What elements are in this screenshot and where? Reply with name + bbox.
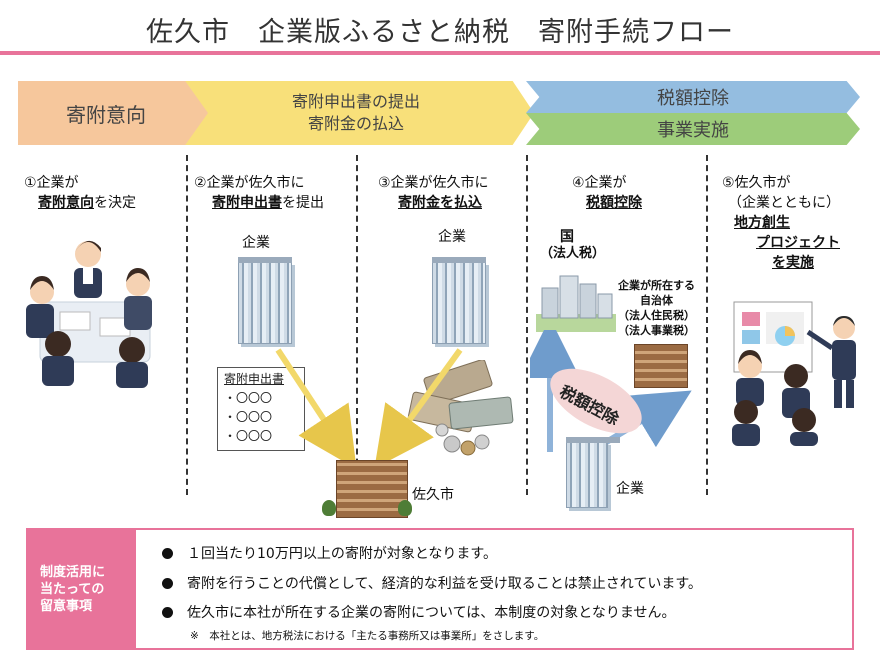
step-3-emphasis: 寄附金を払込 [398, 195, 482, 211]
step-5-line1: ⑤佐久市が [722, 175, 791, 191]
page-title: 佐久市 企業版ふるさと納税 寄附手続フロー [146, 17, 734, 48]
column-divider-3 [526, 155, 528, 495]
stage-application: 寄附申出書の提出 寄附金の払込 [178, 81, 534, 145]
local-government-building-icon [634, 344, 688, 388]
label-national: 国 [560, 229, 574, 245]
notes-side-line1: 制度活用に [40, 564, 106, 580]
notes-side-line3: 留意事項 [40, 598, 93, 614]
local-tax-line2: （法人事業税） [618, 324, 695, 337]
step-1-text: ①企業が 寄附意向を決定 [24, 173, 136, 213]
company-building-icon-4 [566, 437, 620, 508]
title-underline [0, 51, 880, 55]
tree-icon [398, 500, 412, 516]
step-5-emphasis-2: プロジェクト [756, 235, 840, 251]
stage-application-line2: 寄附金の払込 [307, 114, 404, 133]
step-2-emphasis: 寄附申出書 [212, 195, 282, 211]
step-1-prefix: ①企業が [24, 175, 79, 191]
saku-city-hall-icon [336, 460, 408, 518]
step-2-suffix: を提出 [282, 195, 324, 211]
step-4-prefix: ④企業が [572, 175, 627, 191]
note-item-1: １回当たり10万円以上の寄附が対象となります。 [162, 543, 497, 563]
bullet-icon [162, 548, 173, 559]
form-line-3: ・〇〇〇 [224, 429, 273, 443]
meeting-people-illustration [26, 240, 152, 388]
step-5-emphasis-3: を実施 [772, 255, 814, 271]
presentation-illustration [732, 301, 856, 446]
step-2-text: ②企業が佐久市に 寄附申出書を提出 [194, 173, 324, 213]
stage-intent: 寄附意向 [18, 81, 208, 145]
bullet-icon [162, 578, 173, 589]
step-5-line2: （企業とともに） [728, 195, 840, 211]
label-national-tax: （法人税） [540, 246, 606, 261]
column-divider-4 [706, 155, 708, 495]
step-4-emphasis: 税額控除 [586, 195, 642, 211]
step-5-text: ⑤佐久市が （企業とともに） 地方創生 プロジェクト を実施 [722, 173, 840, 273]
step-4-text: ④企業が 税額控除 [572, 173, 642, 213]
note-item-3-text: 佐久市に本社が所在する企業の寄附については、本制度の対象となりません。 [187, 605, 676, 621]
form-line-1: ・〇〇〇 [224, 391, 273, 405]
local-government-label: 企業が所在する 自治体 （法人住民税） （法人事業税） [618, 278, 695, 338]
column-divider-2 [356, 155, 358, 495]
step-5-emphasis-1: 地方創生 [734, 215, 790, 231]
form-title: 寄附申出書 [224, 372, 285, 386]
label-company-3: 企業 [438, 229, 466, 245]
local-gov-line1: 企業が所在する [618, 279, 695, 292]
column-divider-1 [186, 155, 188, 495]
step-2-prefix: ②企業が佐久市に [194, 175, 305, 191]
stage-project: 事業実施 [526, 113, 860, 145]
label-saku-city: 佐久市 [412, 487, 454, 503]
company-building-icon-2 [238, 257, 292, 344]
tree-icon [322, 500, 336, 516]
step-1-emphasis: 寄附意向 [38, 195, 94, 211]
local-gov-line2: 自治体 [640, 294, 673, 307]
label-company-4: 企業 [616, 481, 644, 497]
note-footnote: ※ 本社とは、地方税法における「主たる事務所又は事業所」をさします。 [190, 630, 545, 642]
stage-application-line1: 寄附申出書の提出 [291, 92, 420, 111]
notes-side-label: 制度活用に 当たっての 留意事項 [26, 528, 136, 650]
local-tax-line1: （法人住民税） [618, 309, 695, 322]
note-item-2-text: 寄附を行うことの代償として、経済的な利益を受け取ることは禁止されています。 [187, 576, 702, 592]
step-1-suffix: を決定 [94, 195, 136, 211]
company-building-icon-3 [432, 257, 486, 344]
payment-arrows [275, 348, 463, 470]
form-line-2: ・〇〇〇 [224, 410, 273, 424]
notes-side-line2: 当たっての [40, 581, 105, 597]
bullet-icon [162, 607, 173, 618]
note-item-1-text: １回当たり10万円以上の寄附が対象となります。 [187, 546, 497, 562]
stage-tax-deduction: 税額控除 [526, 81, 860, 113]
step-3-text: ③企業が佐久市に 寄附金を払込 [378, 173, 489, 213]
note-item-2: 寄附を行うことの代償として、経済的な利益を受け取ることは禁止されています。 [162, 573, 702, 593]
donation-application-form: 寄附申出書 ・〇〇〇 ・〇〇〇 ・〇〇〇 [217, 367, 305, 451]
label-company-2: 企業 [242, 235, 270, 251]
step-3-prefix: ③企業が佐久市に [378, 175, 489, 191]
note-item-3: 佐久市に本社が所在する企業の寄附については、本制度の対象となりません。 [162, 602, 675, 622]
national-government-buildings-icon [536, 275, 616, 332]
